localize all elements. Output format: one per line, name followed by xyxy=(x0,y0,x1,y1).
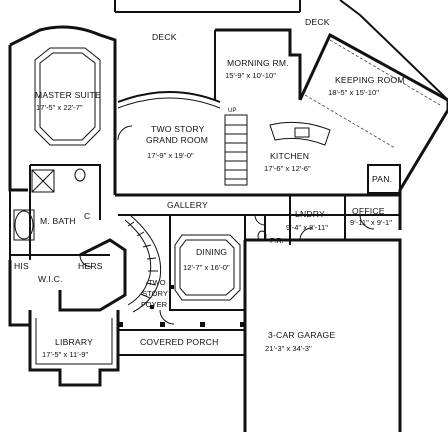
office-size: 9'-11" x 9'-1" xyxy=(350,218,392,227)
office-label: OFFICE xyxy=(352,206,385,216)
grand-room-size: 17'-9" x 19'-0" xyxy=(147,151,194,160)
library-size: 17'-5" x 11'-9" xyxy=(42,350,88,359)
foyer-label-1: TWO xyxy=(148,278,166,287)
wic-label: W.I.C. xyxy=(38,274,63,284)
morning-room-size: 15'-9" x 10'-10" xyxy=(225,71,276,80)
morning-room-label: MORNING RM. xyxy=(227,58,289,68)
keeping-room-label: KEEPING ROOM xyxy=(335,75,405,85)
kitchen-label: KITCHEN xyxy=(270,151,309,161)
dining-label: DINING xyxy=(196,247,227,257)
foyer-label-3: FOYER xyxy=(141,300,168,309)
foyer-label-2: STORY xyxy=(142,289,168,298)
powder-room-label: P.R. xyxy=(270,236,284,245)
garage-label: 3-CAR GARAGE xyxy=(268,330,335,340)
deck-left-label: DECK xyxy=(152,32,177,42)
kitchen-island xyxy=(269,121,331,146)
his-label: HIS xyxy=(14,261,29,271)
exterior-walls xyxy=(8,0,448,432)
closet-c-label: C xyxy=(84,211,90,221)
foyer-stair xyxy=(124,214,162,313)
pantry-label: PAN. xyxy=(372,174,392,184)
laundry-label: LNDRY xyxy=(295,209,325,219)
stair-up-label: UP xyxy=(228,108,236,114)
covered-porch-label: COVERED PORCH xyxy=(140,337,219,347)
dining-size: 12'-7" x 16'-0" xyxy=(183,263,230,272)
deck-right-label: DECK xyxy=(305,17,330,27)
laundry-size: 9'-4" x 8'-11" xyxy=(286,223,328,232)
master-suite-size: 17'-5" x 22'-7" xyxy=(36,103,83,112)
room-labels: DECK DECK MORNING RM. 15'-9" x 10'-10" K… xyxy=(14,17,405,359)
kitchen-size: 17'-6" x 12'-6" xyxy=(264,164,311,173)
keeping-room-size: 18'-5" x 15'-10" xyxy=(328,88,379,97)
master-suite-label: MASTER SUITE xyxy=(35,90,101,100)
grand-room-label-2: GRAND ROOM xyxy=(146,135,208,145)
grand-room-label-1: TWO STORY xyxy=(151,124,205,134)
main-stairs xyxy=(224,114,248,186)
pantry-box xyxy=(367,164,401,194)
library-label: LIBRARY xyxy=(55,337,93,347)
bath-fixtures xyxy=(13,168,267,242)
hers-label: HERS xyxy=(78,261,103,271)
gallery-label: GALLERY xyxy=(167,200,208,210)
garage-size: 21'-3" x 34'-3" xyxy=(265,344,312,353)
master-bath-label: M. BATH xyxy=(40,216,76,226)
ceiling-details xyxy=(34,39,441,301)
columns xyxy=(118,285,245,327)
door-swings xyxy=(79,125,375,325)
